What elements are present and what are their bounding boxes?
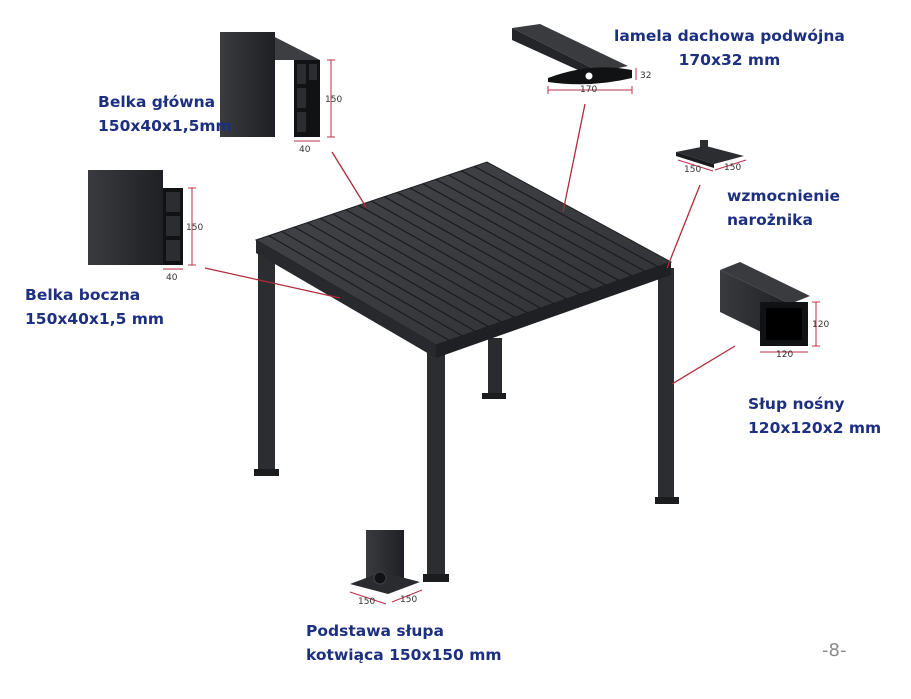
louver-line [384, 196, 567, 300]
label-belka-glowna: Belka główna 150x40x1,5mm [98, 90, 232, 138]
label-belka-boczna: Belka boczna 150x40x1,5 mm [25, 283, 164, 331]
label-wzmocnienie-line2: narożnika [727, 211, 813, 229]
wzm-dimension-lines [677, 159, 747, 172]
label-lamela: lamela dachowa podwójna 170x32 mm [614, 24, 845, 72]
slup-hollow [766, 308, 802, 340]
bg-chamber-1 [297, 64, 306, 84]
bg-height-dim: 150 [325, 95, 342, 105]
podstawa-dimension-lines [349, 589, 423, 605]
left-post-foot [254, 469, 279, 476]
louver-line [371, 200, 554, 305]
bg-dimension-lines [294, 59, 335, 142]
label-belka-glowna-line2: 150x40x1,5mm [98, 117, 232, 135]
lamela-height-dim: 32 [640, 71, 651, 81]
label-slup: Słup nośny 120x120x2 mm [748, 392, 881, 440]
label-belka-glowna-line1: Belka główna [98, 93, 216, 111]
louver-line [281, 230, 463, 337]
label-lamela-line1: lamela dachowa podwójna [614, 27, 845, 45]
back-post-foot [482, 393, 506, 399]
label-wzmocnienie: wzmocnienie narożnika [727, 184, 840, 232]
label-lamela-line2: 170x32 mm [678, 51, 781, 69]
bb-chamber-2 [166, 216, 180, 236]
slup-top [720, 262, 810, 304]
bb-height-dim: 150 [186, 223, 203, 233]
label-podstawa: Podstawa słupa kotwiąca 150x150 mm [306, 619, 502, 667]
front-post-foot [423, 574, 449, 582]
right-post [658, 268, 674, 500]
beam-front-right [436, 262, 671, 358]
belka-boczna-profile: 150 40 [88, 170, 203, 283]
lamela-side [512, 28, 600, 80]
wzm-edge [676, 152, 714, 168]
slup-profile: 120 120 [720, 262, 829, 360]
wzm-dim-a: 150 [684, 165, 701, 175]
bg-width-dim: 40 [299, 145, 311, 155]
label-podstawa-line2: kotwiąca 150x150 mm [306, 646, 502, 664]
louver-line [307, 222, 489, 328]
pergola [254, 161, 679, 582]
bb-chamber-1 [166, 192, 180, 212]
label-belka-boczna-line1: Belka boczna [25, 286, 141, 304]
bb-chamber-3 [166, 240, 180, 261]
lamela-width-dim: 170 [580, 85, 597, 95]
leader-slup [671, 345, 736, 385]
podstawa-bolt [373, 571, 387, 585]
louver-line [345, 209, 528, 314]
louver-line [473, 165, 659, 268]
left-post [258, 240, 275, 472]
right-post-foot [655, 497, 679, 504]
belka-glowna-profile: 150 40 [220, 32, 342, 155]
beam-front-left [256, 240, 436, 358]
slup-height-dim: 120 [812, 320, 829, 330]
page-number: -8- [822, 640, 847, 661]
louver-line [268, 235, 450, 341]
lamela-hole [585, 72, 593, 80]
louver-line [319, 217, 502, 323]
bb-width-dim: 40 [166, 273, 178, 283]
louver-line [396, 191, 580, 295]
podstawa-profile: 150 150 [349, 530, 423, 607]
louver-line [435, 178, 620, 281]
label-podstawa-line1: Podstawa słupa [306, 622, 444, 640]
bg-chamber-2 [297, 88, 306, 108]
leader-lines [204, 103, 736, 385]
bg-length [220, 32, 275, 137]
lamela-top [512, 24, 628, 72]
back-post [488, 338, 502, 396]
podstawa-dim-b: 150 [400, 595, 417, 605]
louver-line [294, 226, 476, 332]
leader-belka-glowna [331, 151, 367, 208]
louver-line [448, 174, 633, 277]
slup-dimension-lines [760, 301, 820, 353]
louver-line [358, 204, 541, 309]
podstawa-plate [350, 572, 420, 594]
leader-wzmocnienie [666, 184, 701, 269]
bg-chamber-3 [297, 112, 306, 132]
wzm-dim-b: 150 [724, 163, 741, 173]
label-belka-boczna-line2: 150x40x1,5 mm [25, 310, 165, 328]
bg-chamber-4 [309, 64, 317, 80]
slup-width-dim: 120 [776, 350, 793, 360]
wzmocnienie-profile: 150 150 [676, 140, 747, 175]
label-slup-line1: Słup nośny [748, 395, 845, 413]
louver-line [409, 187, 593, 291]
louver-line [332, 213, 515, 318]
bb-length [88, 170, 163, 265]
podstawa-dim-a: 150 [358, 597, 375, 607]
louver-line [422, 183, 607, 286]
wzm-plate [676, 146, 744, 164]
front-post [427, 348, 445, 578]
bb-dimension-lines [163, 187, 196, 270]
lamela-dimension-lines [547, 68, 637, 94]
lamela-profile: 170 32 [512, 24, 651, 95]
label-wzmocnienie-line1: wzmocnienie [727, 187, 841, 205]
wzm-bracket [700, 140, 708, 154]
louver-line [461, 170, 646, 272]
roof-louvers [268, 165, 659, 341]
label-slup-line2: 120x120x2 mm [748, 419, 882, 437]
leader-belka-boczna [204, 267, 341, 299]
leader-lamela [562, 103, 586, 213]
